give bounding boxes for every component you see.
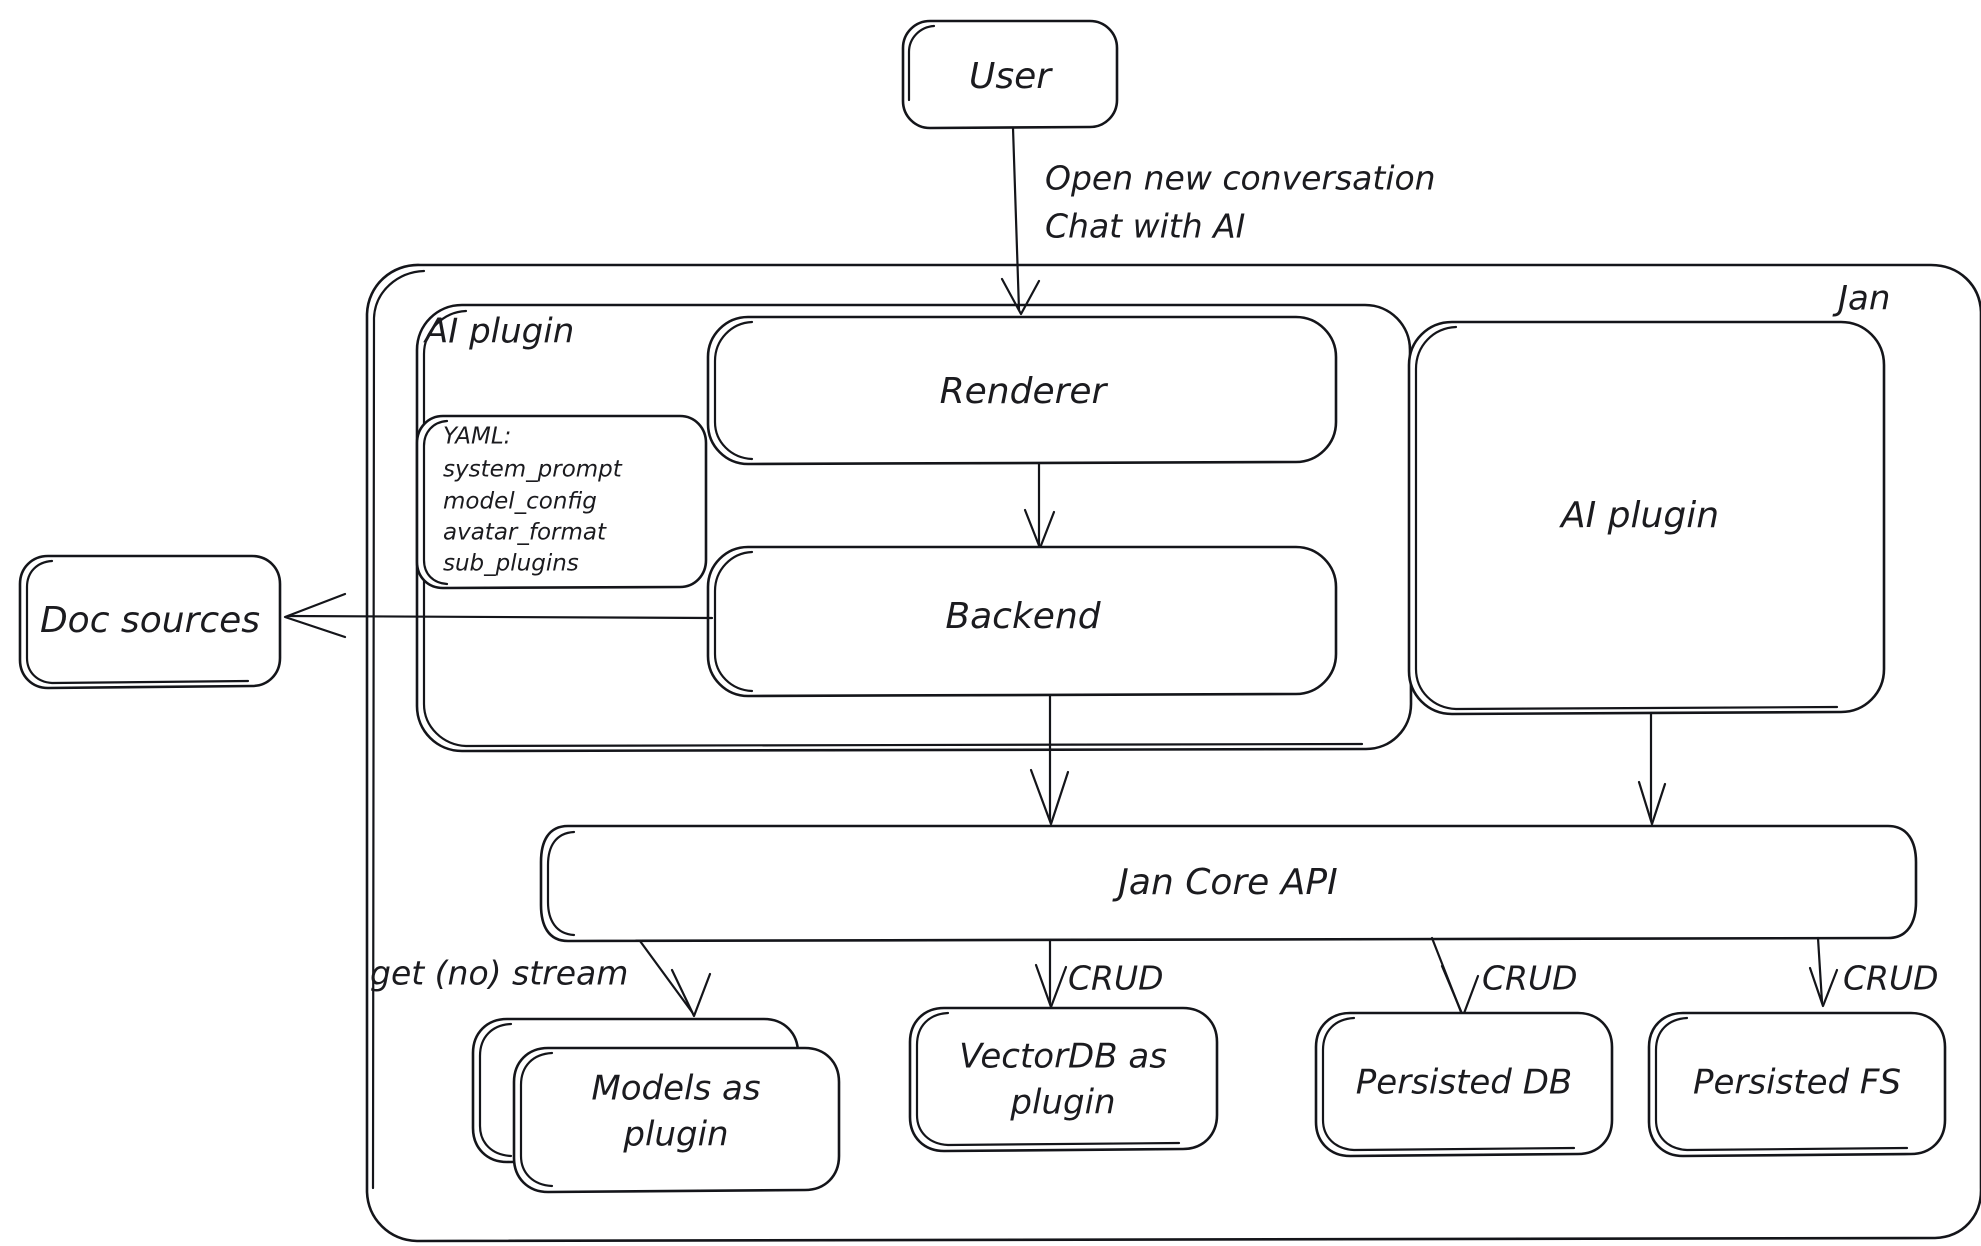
node-user[interactable]: User xyxy=(901,19,1119,130)
edge-backend-to-doc-sources xyxy=(283,592,714,639)
edge-core-to-models: get (no) stream xyxy=(370,939,712,1018)
yaml-item-1: model_config xyxy=(443,489,597,515)
node-doc-sources[interactable]: Doc sources xyxy=(18,554,282,690)
node-vectordb-as-plugin-label-line2: plugin xyxy=(1009,1083,1115,1123)
edge-core-to-persisted-fs-label: CRUD xyxy=(1843,959,1939,998)
node-backend-label: Backend xyxy=(945,596,1101,637)
edge-user-to-renderer: Open new conversation Chat with AI xyxy=(1000,126,1436,316)
edge-user-to-renderer-label-line1: Open new conversation xyxy=(1045,159,1436,198)
node-vectordb-as-plugin-label-line1: VectorDB as xyxy=(959,1037,1167,1077)
edge-core-to-persisted-fs: CRUD xyxy=(1808,936,1939,1008)
node-models-as-plugin-label-line2: plugin xyxy=(622,1115,728,1155)
node-persisted-fs-label: Persisted FS xyxy=(1693,1063,1901,1103)
container-ai-plugin-group-label: AI plugin xyxy=(423,312,574,352)
node-renderer-label: Renderer xyxy=(940,371,1109,412)
edge-core-to-vectordb-label: CRUD xyxy=(1068,959,1164,998)
edge-user-to-renderer-label-line2: Chat with AI xyxy=(1045,207,1245,246)
yaml-item-3: sub_plugins xyxy=(443,551,579,577)
edge-core-to-persisted-db-label: CRUD xyxy=(1482,959,1578,998)
card-yaml-config[interactable]: YAML: system_prompt model_config avatar_… xyxy=(415,414,708,590)
node-persisted-db-label: Persisted DB xyxy=(1356,1063,1572,1103)
yaml-item-0: system_prompt xyxy=(443,457,623,483)
node-persisted-fs[interactable]: Persisted FS xyxy=(1647,1011,1947,1158)
node-persisted-db[interactable]: Persisted DB xyxy=(1314,1011,1614,1158)
node-models-as-plugin-label-line1: Models as xyxy=(591,1069,760,1109)
node-backend[interactable]: Backend xyxy=(706,545,1338,698)
edge-ai-plugin-to-core xyxy=(1637,712,1667,826)
node-ai-plugin-right-label: AI plugin xyxy=(1559,495,1719,536)
node-jan-core-api[interactable]: Jan Core API xyxy=(539,824,1918,943)
node-renderer[interactable]: Renderer xyxy=(706,315,1338,466)
node-user-label: User xyxy=(969,56,1053,97)
node-vectordb-as-plugin[interactable]: VectorDB as plugin xyxy=(908,1006,1219,1153)
container-jan-label: Jan xyxy=(1832,279,1890,319)
node-doc-sources-label: Doc sources xyxy=(40,600,260,641)
edge-core-to-vectordb: CRUD xyxy=(1034,939,1164,1009)
node-jan-core-api-label: Jan Core API xyxy=(1112,862,1337,903)
node-ai-plugin-right[interactable]: AI plugin xyxy=(1407,320,1886,716)
edge-backend-to-core xyxy=(1029,694,1070,826)
edge-core-to-models-label: get (no) stream xyxy=(370,954,628,993)
yaml-header: YAML: xyxy=(443,424,511,450)
yaml-item-2: avatar_format xyxy=(443,520,607,546)
node-models-as-plugin[interactable]: Models as plugin xyxy=(471,1017,841,1194)
